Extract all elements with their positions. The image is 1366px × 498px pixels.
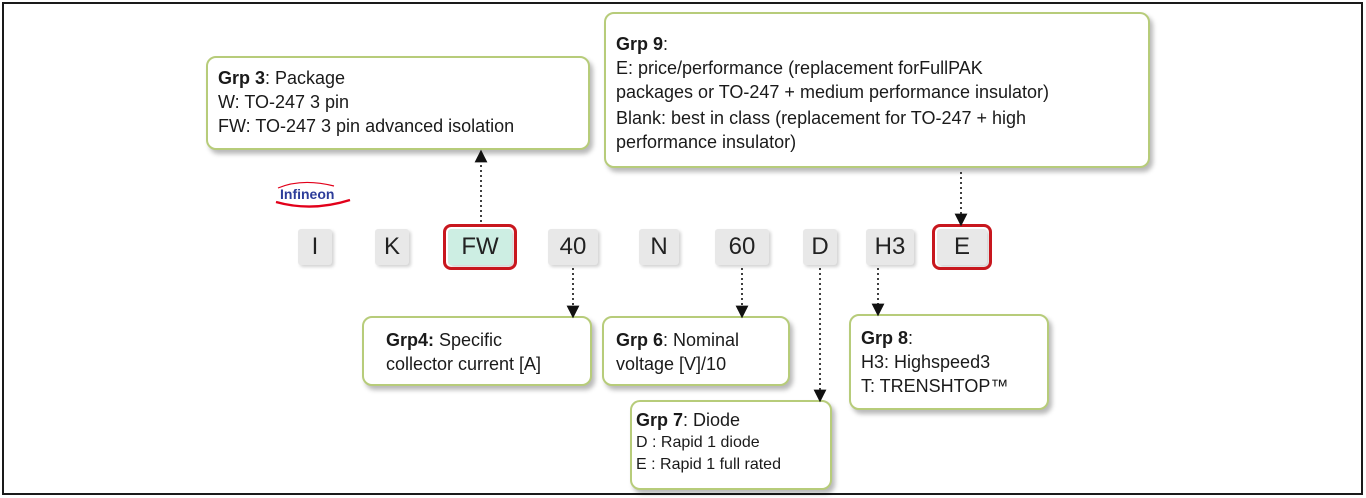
grp4-suffix: Specific <box>434 330 503 350</box>
grp6-suffix: : Nominal <box>663 330 740 350</box>
code-segment-60: 60 <box>715 229 769 265</box>
grp4-title: Grp4: <box>386 330 435 350</box>
infineon-logo: Infineon <box>275 181 351 208</box>
grp3-callout: Grp 3: Package W: TO-247 3 pin FW: TO-24… <box>206 56 590 150</box>
grp8-line-2: T: TRENSHTOP™ <box>861 376 1009 396</box>
grp7-line-2: E : Rapid 1 full rated <box>636 456 781 473</box>
grp4-line-1: collector current [A] <box>386 354 542 374</box>
grp3-line-2: FW: TO-247 3 pin advanced isolation <box>218 116 515 136</box>
grp9-line-2: packages or TO-247 + medium performance … <box>616 82 1050 102</box>
grp9-callout: Grp 9: E: price/performance (replacement… <box>604 12 1150 168</box>
grp6-line-1: voltage [V]/10 <box>616 354 727 374</box>
grp6-title: Grp 6 <box>616 330 664 350</box>
grp9-suffix: : <box>663 34 669 54</box>
grp3-title: Grp 3 <box>218 68 266 88</box>
grp9-line-3: Blank: best in class (replacement for TO… <box>616 108 1027 128</box>
grp8-callout: Grp 8: H3: Highspeed3 T: TRENSHTOP™ <box>849 314 1049 410</box>
grp9-line-1: E: price/performance (replacement forFul… <box>616 58 983 78</box>
grp9-line-4: performance insulator) <box>616 132 797 152</box>
grp8-line-1: H3: Highspeed3 <box>861 352 991 372</box>
grp8-title: Grp 8 <box>861 328 909 348</box>
code-segment-k: K <box>375 229 409 265</box>
grp6-callout: Grp 6: Nominal voltage [V]/10 <box>602 316 790 386</box>
grp7-line-1: D : Rapid 1 diode <box>636 434 760 451</box>
code-segment-n: N <box>639 229 679 265</box>
code-segment-h3: H3 <box>866 229 914 265</box>
code-segment-i: I <box>298 229 332 265</box>
grp4-callout: Grp4: Specific collector current [A] <box>362 316 592 386</box>
grp8-suffix: : <box>908 328 914 348</box>
grp3-suffix: : Package <box>265 68 346 88</box>
code-segment-fw: FW <box>443 224 517 270</box>
logo-text: Infineon <box>280 186 334 202</box>
grp7-suffix: : Diode <box>683 410 741 430</box>
grp9-title: Grp 9 <box>616 34 664 54</box>
grp7-title: Grp 7 <box>636 410 684 430</box>
grp7-callout: Grp 7: Diode D : Rapid 1 diode E : Rapid… <box>630 400 832 490</box>
code-segment-e: E <box>932 224 992 270</box>
code-segment-40: 40 <box>548 229 598 265</box>
code-segment-d: D <box>803 229 837 265</box>
grp3-line-1: W: TO-247 3 pin <box>218 92 350 112</box>
